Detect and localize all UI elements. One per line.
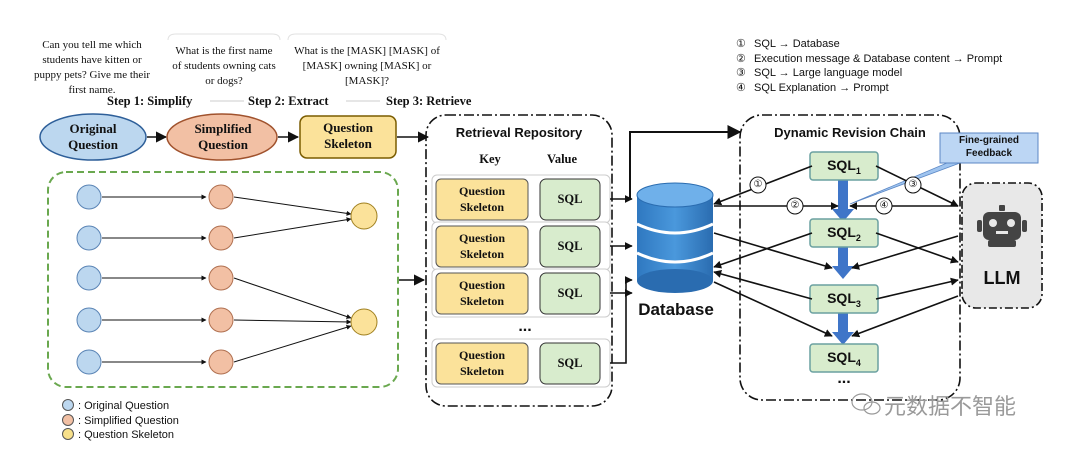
sql-node-4: SQL4 [827, 349, 861, 368]
repository-value-1: SQL [557, 192, 583, 206]
arrow-number-markers [749, 176, 922, 215]
marker-4: ④ [879, 200, 889, 211]
bubble-skeleton [287, 33, 447, 41]
marker-1: ① [753, 179, 763, 190]
chain-progress-arrows [832, 175, 854, 345]
simplified-question-node [166, 113, 278, 161]
sql-nodes [809, 151, 879, 373]
sql-node-1: SQL1 [827, 157, 861, 176]
revision-chain-title: Dynamic Revision Chain [774, 125, 926, 140]
clustering-box [47, 171, 399, 388]
dot-legend-simplified: : Simplified Question [62, 413, 179, 429]
step-simplify: Step 1: Simplify [107, 94, 193, 108]
repository-ellipsis: ... [518, 318, 532, 335]
marker-2: ② [790, 200, 800, 211]
repository-title: Retrieval Repository [455, 125, 583, 140]
robot-icon [977, 205, 1027, 247]
original-question-text: Can you tell me which students have kitt… [33, 39, 151, 96]
repository-key-1: Question Skeleton [458, 184, 505, 214]
cluster-arrows [102, 194, 352, 365]
skeleton-question-text: What is the [MASK] [MASK] of [MASK] owni… [294, 45, 440, 87]
original-question-label: Original Question [68, 121, 118, 152]
repository-value-header: Value [546, 152, 578, 166]
cluster-simplified-dots [208, 184, 234, 375]
llm-label: LLM [983, 268, 1021, 288]
repository-value-4: SQL [557, 356, 583, 370]
sql-node-3: SQL3 [827, 290, 861, 309]
simplified-question-label: Simplified Question [194, 121, 252, 152]
wechat-icon [851, 393, 881, 415]
cluster-skeleton-dots [350, 202, 378, 336]
step-retrieve: Step 3: Retrieve [386, 94, 472, 108]
database-label: Database [638, 300, 714, 319]
sql-node-2: SQL2 [827, 224, 861, 243]
repository-value-3: SQL [557, 286, 583, 300]
chain-ellipsis: ... [837, 370, 851, 387]
repository-rows [431, 174, 611, 388]
step-extract: Step 2: Extract [248, 94, 329, 108]
dot-legend-original: : Original Question [62, 399, 179, 414]
feedback-label: Fine-grained Feedback [958, 135, 1019, 159]
cluster-original-dots [76, 184, 102, 375]
sql-to-database-arrows [610, 195, 633, 364]
repository-key-2: Question Skeleton [458, 231, 505, 261]
database-icon [636, 182, 714, 293]
retrieval-repository-box [425, 114, 613, 407]
bubble-simplified [167, 33, 281, 41]
original-question-node [39, 113, 147, 161]
question-skeleton-label: Question Skeleton [323, 120, 373, 151]
dot-legend: : Original Question : Simplified Questio… [62, 399, 179, 443]
repository-value-2: SQL [557, 239, 583, 253]
dot-legend-skeleton: : Question Skeleton [62, 428, 179, 443]
repo-to-chain-arrow [629, 125, 742, 200]
repository-key-header: Key [479, 152, 501, 166]
question-skeleton-node [299, 115, 397, 159]
watermark: 元数据不智能 [884, 395, 1017, 420]
repository-key-4: Question Skeleton [458, 348, 505, 378]
marker-3: ③ [908, 179, 918, 190]
simplified-question-text: What is the first name of students ownin… [172, 45, 276, 87]
feedback-box [939, 132, 1039, 164]
repository-key-3: Question Skeleton [458, 278, 505, 308]
